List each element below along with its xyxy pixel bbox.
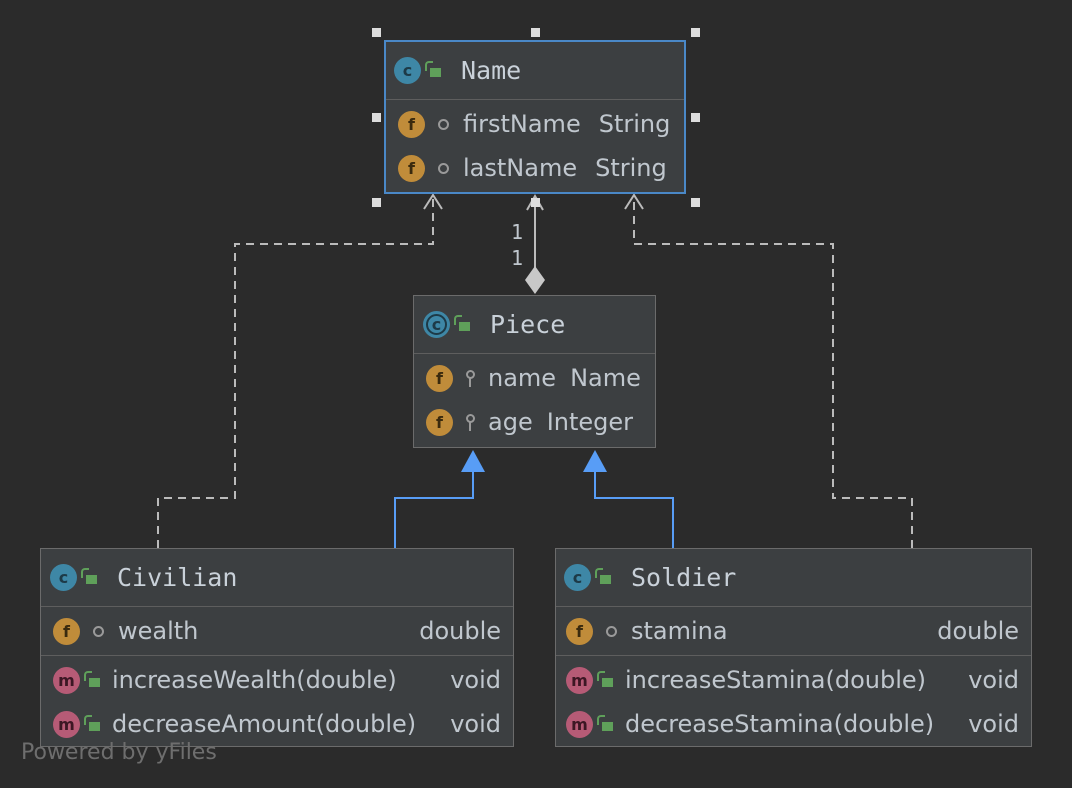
- public-lock-icon: [595, 568, 611, 584]
- field-icon: f: [566, 617, 593, 645]
- method-row[interactable]: m decreaseStamina(double) void: [556, 702, 1031, 746]
- dependency-edge-civilian-name[interactable]: [157, 195, 434, 548]
- field-name: wealth: [118, 617, 199, 645]
- field-row[interactable]: f firstName String: [386, 102, 684, 146]
- field-name: lastName: [463, 154, 578, 182]
- method-return-type: void: [450, 666, 501, 694]
- dependency-arrowhead-soldier-name: [624, 193, 644, 210]
- field-name: name: [488, 364, 557, 392]
- method-row[interactable]: m increaseWealth(double) void: [41, 658, 513, 702]
- field-icon: f: [398, 154, 425, 182]
- class-icon: c: [394, 57, 421, 84]
- class-title: Name: [461, 56, 522, 85]
- field-row[interactable]: f lastName String: [386, 146, 684, 190]
- public-lock-icon: [84, 714, 100, 731]
- methods-section: m increaseStamina(double) void m decreas…: [556, 656, 1031, 748]
- resize-handle[interactable]: [691, 198, 700, 207]
- private-key-icon: [464, 369, 476, 387]
- methods-section: m increaseWealth(double) void m decrease…: [41, 656, 513, 748]
- method-icon: m: [566, 666, 593, 694]
- public-lock-icon: [81, 568, 97, 584]
- class-node-name[interactable]: c Name f firstName String f lastName Str…: [384, 40, 686, 194]
- fields-section: f stamina double: [556, 607, 1031, 656]
- resize-handle[interactable]: [372, 113, 381, 122]
- method-return-type: void: [450, 710, 501, 738]
- field-icon: f: [53, 617, 80, 645]
- method-name: decreaseAmount(double): [112, 710, 417, 738]
- method-return-type: void: [968, 710, 1019, 738]
- field-name: age: [488, 408, 533, 436]
- field-icon: f: [426, 364, 453, 392]
- composition-arrowhead: [526, 193, 544, 211]
- field-type: Integer: [546, 408, 634, 436]
- inheritance-arrowhead-soldier: [583, 450, 607, 472]
- fields-section: f firstName String f lastName String: [386, 100, 684, 192]
- inheritance-arrowhead-civilian: [461, 450, 485, 472]
- class-header: c Civilian: [41, 549, 513, 607]
- resize-handle[interactable]: [372, 198, 381, 207]
- class-node-soldier[interactable]: c Soldier f stamina double m increaseSta…: [555, 548, 1032, 747]
- class-icon: c: [50, 564, 77, 591]
- public-lock-icon: [597, 670, 613, 687]
- method-icon: m: [53, 710, 80, 738]
- dependency-arrowhead-civilian-name: [423, 193, 443, 210]
- public-lock-icon: [84, 670, 100, 687]
- package-visibility-icon: [93, 625, 104, 637]
- multiplicity-top: 1: [511, 220, 524, 244]
- method-row[interactable]: m decreaseAmount(double) void: [41, 702, 513, 746]
- method-return-type: void: [968, 666, 1019, 694]
- resize-handle[interactable]: [691, 113, 700, 122]
- field-row[interactable]: f age Integer: [414, 400, 655, 444]
- method-icon: m: [566, 710, 593, 738]
- dependency-edge-soldier-name[interactable]: [633, 195, 913, 548]
- resize-handle[interactable]: [531, 28, 540, 37]
- field-icon: f: [426, 408, 453, 436]
- private-key-icon: [464, 413, 476, 431]
- method-name: increaseStamina(double): [625, 666, 926, 694]
- fields-section: f wealth double: [41, 607, 513, 656]
- powered-by-footer: Powered by yFiles: [21, 740, 217, 765]
- method-name: decreaseStamina(double): [625, 710, 935, 738]
- method-icon: m: [53, 666, 80, 694]
- class-title: Civilian: [117, 563, 238, 592]
- class-icon: c: [564, 564, 591, 591]
- field-name: firstName: [463, 110, 581, 138]
- class-header: c Piece: [414, 296, 655, 354]
- field-type: double: [419, 617, 501, 645]
- class-header: c Soldier: [556, 549, 1031, 607]
- package-visibility-icon: [606, 625, 617, 637]
- field-name: stamina: [631, 617, 728, 645]
- composition-diamond: [525, 266, 545, 294]
- class-header: c Name: [386, 42, 684, 100]
- public-lock-icon: [454, 315, 470, 331]
- field-type: double: [937, 617, 1019, 645]
- inheritance-edge-civilian-piece[interactable]: [394, 470, 474, 548]
- field-row[interactable]: f name Name: [414, 356, 655, 400]
- package-visibility-icon: [438, 162, 449, 174]
- class-icon: c: [423, 311, 450, 338]
- field-type: String: [595, 154, 667, 182]
- package-visibility-icon: [438, 118, 449, 130]
- inheritance-edge-soldier-piece[interactable]: [594, 470, 674, 548]
- resize-handle[interactable]: [372, 28, 381, 37]
- class-node-piece[interactable]: c Piece f name Name f age Integer: [413, 295, 656, 448]
- fields-section: f name Name f age Integer: [414, 354, 655, 446]
- field-row[interactable]: f stamina double: [556, 609, 1031, 653]
- multiplicity-bottom: 1: [511, 246, 524, 270]
- field-icon: f: [398, 110, 425, 138]
- class-title: Soldier: [631, 563, 737, 592]
- resize-handle[interactable]: [531, 198, 540, 207]
- field-row[interactable]: f wealth double: [41, 609, 513, 653]
- public-lock-icon: [425, 61, 441, 77]
- field-type: String: [598, 110, 671, 138]
- field-type: Name: [570, 364, 641, 392]
- method-row[interactable]: m increaseStamina(double) void: [556, 658, 1031, 702]
- public-lock-icon: [597, 714, 613, 731]
- class-title: Piece: [490, 310, 566, 339]
- method-name: increaseWealth(double): [112, 666, 397, 694]
- class-node-civilian[interactable]: c Civilian f wealth double m increaseWea…: [40, 548, 514, 747]
- resize-handle[interactable]: [691, 28, 700, 37]
